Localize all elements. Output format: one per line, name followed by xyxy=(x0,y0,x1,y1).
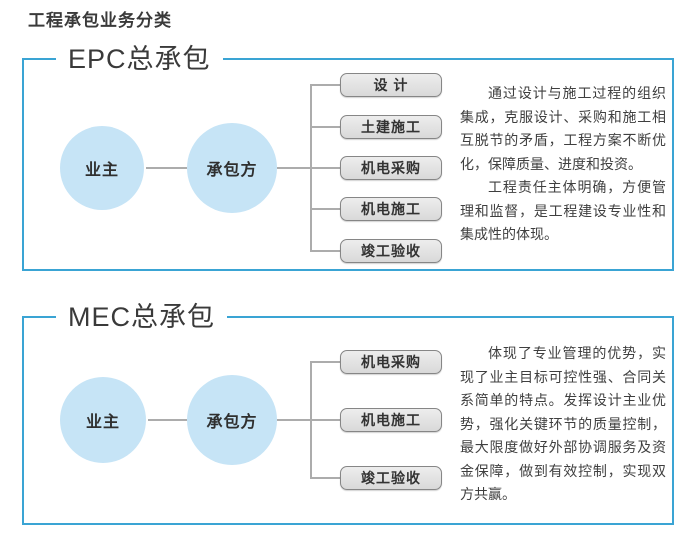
contractor-label: 承包方 xyxy=(206,162,258,179)
connector-branch xyxy=(310,126,340,128)
process-box-label: 机电采购 xyxy=(361,160,421,176)
description-paragraph: 工程责任主体明确，方便管理和监督，是工程建设专业性和集成性的体现。 xyxy=(460,179,666,242)
connector-contractor-trunk xyxy=(277,167,340,169)
connector-branch xyxy=(310,419,340,421)
process-box-civil-construction: 土建施工 xyxy=(340,115,442,139)
connector-branch xyxy=(310,84,340,86)
section-epc-title: EPC总承包 xyxy=(56,43,223,75)
owner-circle: 业主 xyxy=(60,377,146,463)
process-box-label: 竣工验收 xyxy=(361,470,421,486)
process-box-me-procurement: 机电采购 xyxy=(340,350,442,374)
process-box-completion-acceptance: 竣工验收 xyxy=(340,466,442,490)
process-box-label: 机电采购 xyxy=(361,354,421,370)
connector-branch xyxy=(310,477,340,479)
process-box-completion-acceptance: 竣工验收 xyxy=(340,239,442,263)
connector-owner-contractor xyxy=(148,419,187,421)
connector-branch xyxy=(310,361,340,363)
process-box-me-construction: 机电施工 xyxy=(340,197,442,221)
process-box-label: 机电施工 xyxy=(361,201,421,217)
section-mec-title: MEC总承包 xyxy=(56,301,227,333)
process-box-label: 土建施工 xyxy=(361,119,421,135)
contractor-circle: 承包方 xyxy=(187,375,277,465)
process-box-design: 设 计 xyxy=(340,73,442,97)
owner-label: 业主 xyxy=(84,162,119,179)
description-paragraph: 体现了专业管理的优势，实现了业主目标可控性强、合同关系简单的特点。发挥设计主业优… xyxy=(460,345,666,502)
section-epc-description: 通过设计与施工过程的组织集成，克服设计、采购和施工相互脱节的矛盾，工程方案不断优… xyxy=(460,82,666,247)
connector-branch xyxy=(310,250,340,252)
process-box-label: 机电施工 xyxy=(361,412,421,428)
connector-branch xyxy=(310,208,340,210)
contractor-circle: 承包方 xyxy=(187,123,277,213)
section-epc: EPC总承包 业主 承包方 设 计 土建施工 机电采购 机电施工 竣工验收 通过… xyxy=(22,43,674,271)
connector-branch xyxy=(310,167,340,169)
owner-label: 业主 xyxy=(85,414,120,431)
page-title: 工程承包业务分类 xyxy=(28,11,172,30)
process-box-me-procurement: 机电采购 xyxy=(340,156,442,180)
description-paragraph: 通过设计与施工过程的组织集成，克服设计、采购和施工相互脱节的矛盾，工程方案不断优… xyxy=(460,85,666,172)
contractor-label: 承包方 xyxy=(206,414,258,431)
process-box-label: 设 计 xyxy=(373,77,409,93)
section-mec-description: 体现了专业管理的优势，实现了业主目标可控性强、合同关系简单的特点。发挥设计主业优… xyxy=(460,342,666,507)
process-box-label: 竣工验收 xyxy=(361,243,421,259)
connector-contractor-trunk xyxy=(277,419,340,421)
owner-circle: 业主 xyxy=(60,126,144,210)
section-mec: MEC总承包 业主 承包方 机电采购 机电施工 竣工验收 体现了专业管理的优势，… xyxy=(22,301,674,525)
process-box-me-construction: 机电施工 xyxy=(340,408,442,432)
connector-owner-contractor xyxy=(146,167,187,169)
